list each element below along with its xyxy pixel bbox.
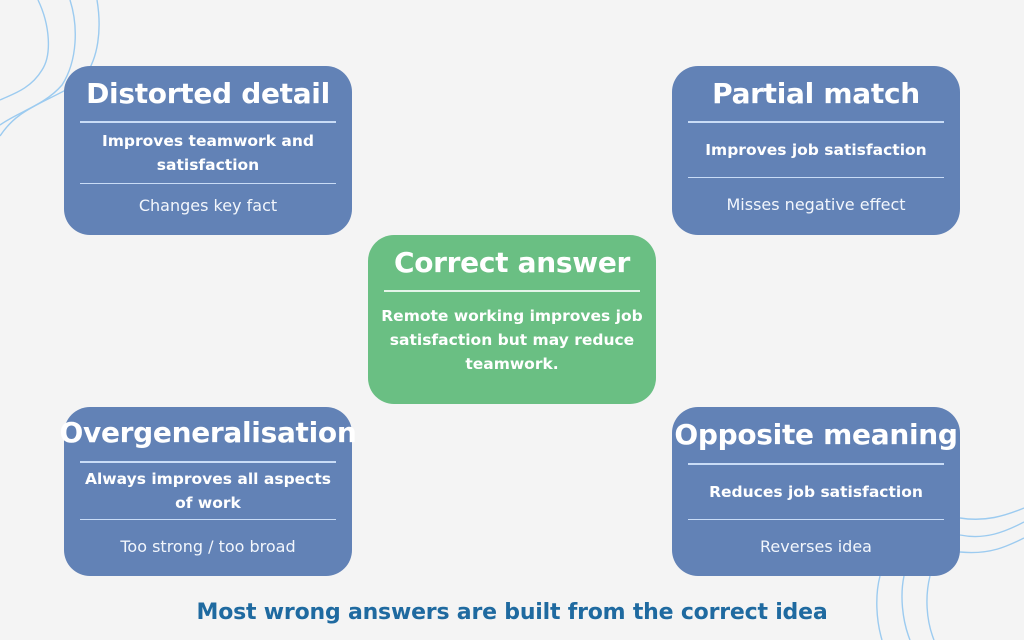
divider bbox=[80, 518, 336, 520]
card-note: Too strong / too broad bbox=[120, 537, 296, 556]
card-example: Improves teamwork and satisfaction bbox=[102, 131, 314, 174]
card-example: Reduces job satisfaction bbox=[709, 482, 923, 501]
divider bbox=[688, 121, 944, 123]
card-overgeneralisation: Overgeneralisation Always improves all a… bbox=[59, 407, 357, 576]
card-note: Changes key fact bbox=[138, 196, 278, 215]
card-example: Remote working improves job satisfaction… bbox=[381, 306, 643, 373]
card-title: Distorted detail bbox=[86, 77, 330, 110]
card-example: Always improves all aspects of work bbox=[84, 469, 332, 512]
card-title: Overgeneralisation bbox=[59, 416, 357, 449]
divider bbox=[80, 461, 336, 463]
card-correct-answer: Correct answer Remote working improves j… bbox=[368, 235, 656, 404]
card-partial-match: Partial match Improves job satisfaction … bbox=[672, 66, 960, 235]
card-title: Partial match bbox=[712, 77, 920, 110]
divider bbox=[384, 290, 640, 292]
divider bbox=[80, 182, 336, 184]
card-title: Correct answer bbox=[393, 246, 631, 279]
card-example: Improves job satisfaction bbox=[705, 140, 927, 159]
divider bbox=[688, 176, 944, 178]
divider bbox=[688, 463, 944, 465]
card-note: Reverses idea bbox=[760, 537, 872, 556]
card-note: Misses negative effect bbox=[726, 195, 906, 214]
footer-caption: Most wrong answers are built from the co… bbox=[196, 600, 828, 625]
divider bbox=[80, 121, 336, 123]
card-distorted-detail: Distorted detail Improves teamwork and s… bbox=[64, 66, 352, 235]
card-title: Opposite meaning bbox=[674, 418, 958, 451]
card-opposite-meaning: Opposite meaning Reduces job satisfactio… bbox=[672, 407, 960, 576]
divider bbox=[688, 518, 944, 520]
